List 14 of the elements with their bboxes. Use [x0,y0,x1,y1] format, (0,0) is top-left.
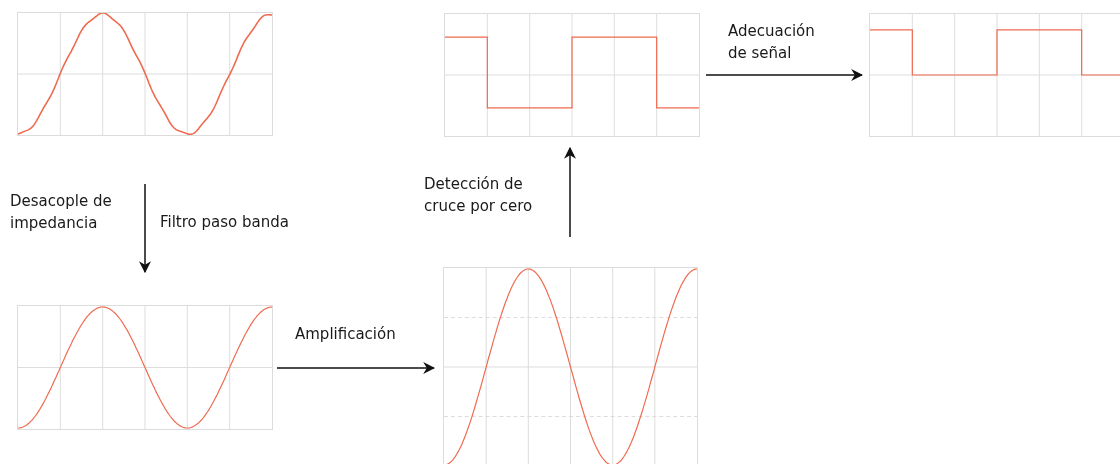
edge-label: Adecuación de señal [728,21,816,64]
edge-label: Detección de cruce por cero [424,174,534,217]
step-label: Desacople de impedancia [10,191,113,234]
square-wave-plot [444,13,700,137]
sine-wave-plot [17,12,273,136]
arrow [564,146,576,238]
sine-wave-plot [17,305,273,430]
arrow [139,183,151,274]
arrow [276,362,436,374]
step-label: Filtro paso banda [160,212,290,233]
edge-label: Amplificación [295,324,397,345]
arrow [705,69,864,81]
sine-wave-plot [443,267,698,464]
square-wave-plot [869,13,1120,137]
